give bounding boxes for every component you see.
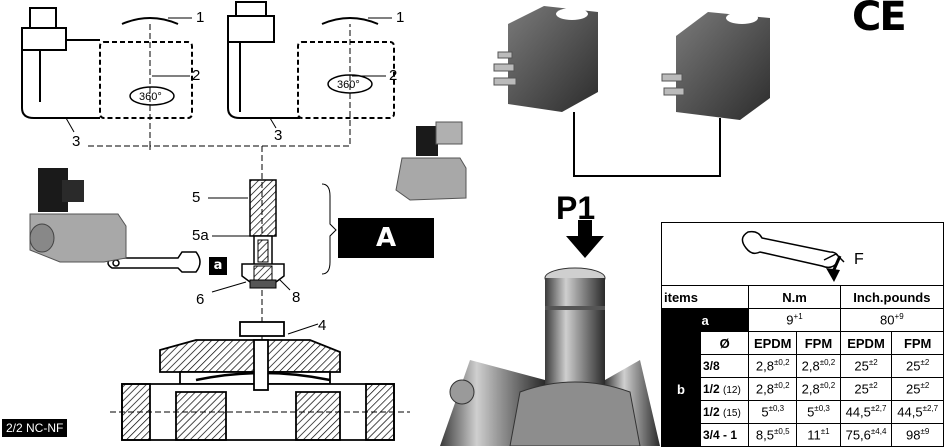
value-cell: 25±2 <box>839 377 893 401</box>
col-fpm-inch: FPM <box>891 331 944 355</box>
callout-5: 5 <box>192 189 201 206</box>
force-label: F <box>854 251 864 268</box>
row-a-inch: 80+9 <box>839 308 944 332</box>
value-cell: 11±1 <box>796 423 841 447</box>
value-cell: 2,8±0,2 <box>748 354 798 378</box>
callout-3-left: 3 <box>72 133 81 150</box>
value-cell: 98±9 <box>891 423 944 447</box>
size-cell: 1/2 (12) <box>699 377 750 401</box>
armature-drawing <box>241 179 285 289</box>
wrench-drawing <box>107 251 201 273</box>
value-cell: 44,5±2,7 <box>891 400 944 424</box>
callout-2-right: 2 <box>389 67 398 84</box>
callout-5a: 5a <box>192 227 209 244</box>
valve-photo-small-mid <box>395 121 467 201</box>
ce-mark: CE <box>852 0 907 40</box>
value-cell: 44,5±2,7 <box>839 400 893 424</box>
callout-4: 4 <box>318 317 327 334</box>
table-row: 1/2 (15) 5±0,3 5±0,3 44,5±2,7 44,5±2,7 <box>662 400 944 424</box>
model-tag: 2/2 NC-NF <box>2 419 68 437</box>
callout-3-right: 3 <box>274 127 283 144</box>
value-cell: 75,6±4,4 <box>839 423 893 447</box>
callout-2-left: 2 <box>192 67 201 84</box>
table-row: 3/8 2,8±0,2 2,8±0,2 25±2 25±2 <box>662 354 944 378</box>
force-arrow <box>826 255 842 282</box>
col-epdm-inch: EPDM <box>839 331 893 355</box>
table-row: 3/4 - 1 8,5±0,5 11±1 75,6±4,4 98±9 <box>662 423 944 447</box>
table-row: 1/2 (12) 2,8±0,2 2,8±0,2 25±2 25±2 <box>662 377 944 401</box>
callout-6: 6 <box>196 291 205 308</box>
col-dia: Ø <box>699 331 750 355</box>
size-cell: 1/2 (15) <box>699 400 750 424</box>
assembly-label: A <box>338 218 434 258</box>
valve-photo-small-left <box>29 168 127 263</box>
torque-table-header: F <box>661 222 944 286</box>
value-cell: 2,8±0,2 <box>796 377 841 401</box>
pressure-port-label: P1 <box>556 190 596 226</box>
col-fpm-nm: FPM <box>796 331 841 355</box>
value-cell: 5±0,3 <box>748 400 798 424</box>
callout-1-left: 1 <box>196 9 205 26</box>
col-inch: Inch.pounds <box>839 285 944 309</box>
rotation-label-left: 360° <box>139 91 162 103</box>
row-a-label: a <box>660 308 750 332</box>
col-epdm-nm: EPDM <box>748 331 798 355</box>
col-items: items <box>660 285 750 309</box>
coil-photo-right <box>661 12 770 120</box>
callout-8: 8 <box>292 289 301 306</box>
value-cell: 8,5±0,5 <box>748 423 798 447</box>
coil-drawing-right <box>227 1 395 119</box>
value-cell: 5±0,3 <box>796 400 841 424</box>
size-cell: 3/8 <box>699 354 750 378</box>
tool-badge: a <box>209 257 227 275</box>
value-cell: 2,8±0,2 <box>796 354 841 378</box>
stem-photo <box>440 267 660 446</box>
pressure-arrow <box>566 220 604 258</box>
rotation-label-right: 360° <box>337 79 360 91</box>
value-cell: 25±2 <box>839 354 893 378</box>
torque-values: items N.m Inch.pounds a 9+1 80+9 b Ø EPD… <box>660 285 944 447</box>
coil-photo-left <box>493 6 598 112</box>
row-b-label: b <box>661 331 701 447</box>
col-nm: N.m <box>748 285 841 309</box>
value-cell: 25±2 <box>891 354 944 378</box>
row-a-nm: 9+1 <box>748 308 841 332</box>
callout-1-right: 1 <box>396 9 405 26</box>
coil-drawing-left <box>21 7 193 119</box>
size-cell: 3/4 - 1 <box>699 423 750 447</box>
torque-table: F items N.m Inch.pounds a 9+1 80+9 b Ø E… <box>660 222 944 447</box>
value-cell: 25±2 <box>891 377 944 401</box>
valve-body-drawing <box>121 321 395 441</box>
value-cell: 2,8±0,2 <box>748 377 798 401</box>
